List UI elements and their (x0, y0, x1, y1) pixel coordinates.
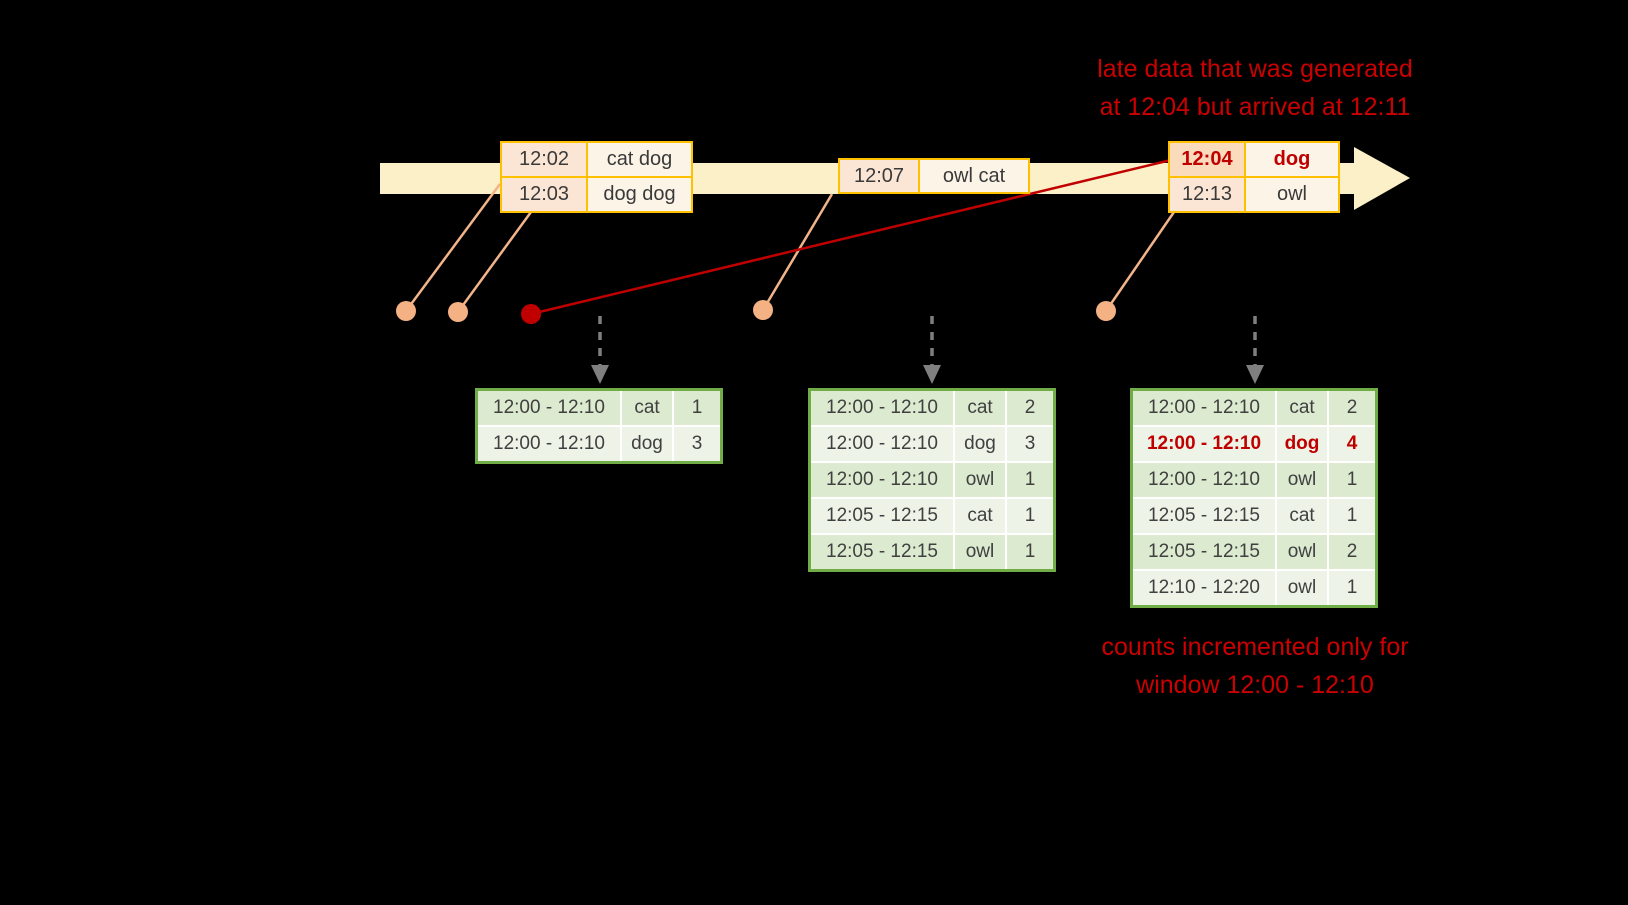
result-cell-word: owl (1277, 571, 1327, 605)
event-cell-words: owl (1246, 178, 1338, 211)
trigger-arrowhead-1-icon (591, 365, 609, 384)
event-cell-words: dog dog (588, 178, 691, 211)
result-cell-count: 2 (1329, 535, 1375, 569)
result-cell-window: 12:00 - 12:10 (811, 463, 953, 497)
result-cell-window: 12:00 - 12:10 (478, 427, 620, 461)
result-cell-word: owl (1277, 463, 1327, 497)
counts-annotation-line1: counts incremented only for (1101, 633, 1409, 661)
result-cell-window: 12:05 - 12:15 (811, 499, 953, 533)
event-cell-time: 12:13 (1170, 178, 1244, 211)
event-cell-words: owl cat (920, 160, 1028, 192)
result-cell-window: 12:00 - 12:10 (1133, 463, 1275, 497)
connector-line-12-07 (761, 193, 834, 311)
arrival-dot-12-03 (448, 302, 468, 322)
result-cell-count: 3 (1007, 427, 1053, 461)
event-cell-time: 12:02 (502, 143, 586, 176)
arrival-dot-12-02 (396, 301, 416, 321)
late-data-annotation-line2: at 12:04 but arrived at 12:11 (1099, 93, 1411, 121)
counts-annotation: counts incremented only for window 12:00… (1020, 628, 1490, 704)
event-cell-time: 12:04 (1170, 143, 1244, 176)
result-cell-window: 12:00 - 12:10 (1133, 427, 1275, 461)
result-cell-count: 1 (1007, 499, 1053, 533)
result-cell-count: 3 (674, 427, 720, 461)
result-cell-window: 12:00 - 12:10 (811, 391, 953, 425)
result-cell-word: owl (955, 463, 1005, 497)
result-cell-count: 1 (674, 391, 720, 425)
result-cell-window: 12:05 - 12:15 (1133, 535, 1275, 569)
result-cell-window: 12:10 - 12:20 (1133, 571, 1275, 605)
result-cell-count: 1 (1329, 463, 1375, 497)
result-cell-count: 2 (1329, 391, 1375, 425)
result-cell-word: cat (1277, 499, 1327, 533)
result-cell-word: cat (622, 391, 672, 425)
result-cell-window: 12:00 - 12:10 (478, 391, 620, 425)
result-cell-word: dog (955, 427, 1005, 461)
late-data-annotation: late data that was generated at 12:04 bu… (1020, 50, 1490, 126)
late-data-arrival-dot (521, 304, 541, 324)
timeline-arrowhead-icon (1354, 147, 1410, 210)
result-cell-count: 1 (1007, 535, 1053, 569)
late-data-connector-line (530, 158, 1172, 316)
arrival-dot-12-07 (753, 300, 773, 320)
arrival-dot-12-13 (1096, 301, 1116, 321)
result-cell-word: dog (622, 427, 672, 461)
result-cell-count: 1 (1007, 463, 1053, 497)
result-cell-word: cat (955, 499, 1005, 533)
result-cell-count: 1 (1329, 499, 1375, 533)
result-cell-word: owl (955, 535, 1005, 569)
counts-annotation-line2: window 12:00 - 12:10 (1136, 671, 1374, 699)
trigger-arrowhead-2-icon (923, 365, 941, 384)
result-cell-window: 12:05 - 12:15 (811, 535, 953, 569)
event-cell-time: 12:03 (502, 178, 586, 211)
connector-line-12-13 (1104, 211, 1176, 312)
result-cell-window: 12:00 - 12:10 (1133, 391, 1275, 425)
result-cell-word: dog (1277, 427, 1327, 461)
result-cell-window: 12:05 - 12:15 (1133, 499, 1275, 533)
result-cell-word: owl (1277, 535, 1327, 569)
result-cell-count: 2 (1007, 391, 1053, 425)
result-cell-word: cat (955, 391, 1005, 425)
late-data-annotation-line1: late data that was generated (1097, 55, 1413, 83)
event-cell-time: 12:07 (840, 160, 918, 192)
result-cell-count: 4 (1329, 427, 1375, 461)
event-cell-words: cat dog (588, 143, 691, 176)
result-cell-window: 12:00 - 12:10 (811, 427, 953, 461)
event-cell-words: dog (1246, 143, 1338, 176)
connector-line-12-02 (404, 183, 502, 312)
result-cell-count: 1 (1329, 571, 1375, 605)
trigger-arrowhead-3-icon (1246, 365, 1264, 384)
result-cell-word: cat (1277, 391, 1327, 425)
connector-line-12-03 (456, 211, 533, 313)
